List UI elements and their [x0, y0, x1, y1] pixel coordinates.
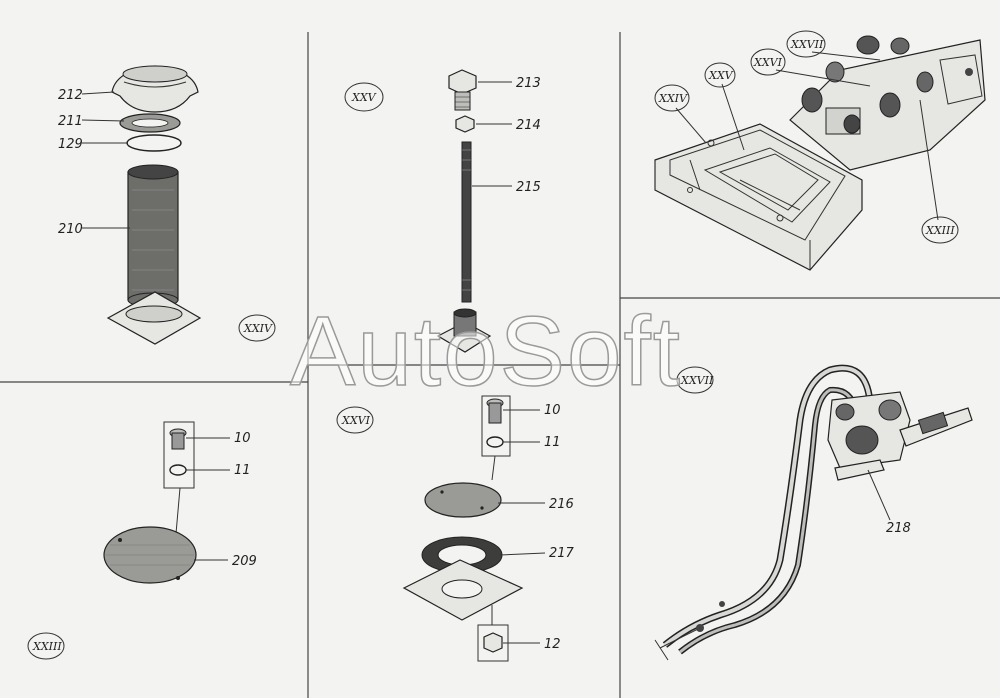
part-11-washer-xxiii [169, 464, 187, 476]
part-10-bolt-xxiii [169, 428, 187, 450]
badge-circle-xxiii [27, 632, 65, 660]
panel-xxv: XXV 213 214 215 [344, 69, 541, 353]
callout-214: 214 [516, 118, 541, 133]
badge-xxiv: XXIV [243, 322, 273, 335]
badge-assembly-xxvi: XXVI [753, 56, 783, 69]
callout-215: 215 [516, 180, 541, 195]
badge-assembly-xxvii: XXVII [790, 38, 824, 51]
part-129-ring [126, 134, 182, 152]
callout-211: 211 [58, 114, 83, 129]
panel-xxvii: XXVII 218 [654, 364, 973, 661]
callout-209: 209 [232, 554, 257, 569]
callout-12: 12 [544, 637, 561, 652]
callout-129: 129 [58, 137, 83, 152]
badge-assembly-xxiv: XXIV [658, 92, 688, 105]
badge-circle-assembly-xxiv [654, 84, 690, 112]
callout-10-xxiii: 10 [234, 431, 251, 446]
callout-11-xxiii: 11 [234, 463, 251, 478]
badge-xxiii: XXIII [32, 640, 62, 653]
part-217-gasket [421, 536, 503, 574]
part-215-stud [461, 141, 472, 303]
panel-dividers [0, 32, 1000, 698]
badge-xxv: XXV [351, 91, 377, 104]
part-11-washer-xxvi [486, 436, 504, 448]
badge-circle-xxiv [238, 314, 276, 342]
callout-10-xxvi: 10 [544, 403, 561, 418]
callout-216: 216 [549, 497, 574, 512]
badge-assembly-xxiii: XXIII [925, 224, 955, 237]
callout-212: 212 [58, 88, 83, 103]
callout-11-xxvi: 11 [544, 435, 561, 450]
callout-218: 218 [886, 521, 911, 536]
part-218-pipe-assembly [654, 364, 973, 661]
part-212-cap [111, 65, 199, 113]
panel-xxiii: 10 11 209 XXIII [27, 421, 257, 660]
part-12-nut [483, 632, 503, 653]
callout-213: 213 [516, 76, 541, 91]
badge-circle-xxvi [336, 406, 374, 434]
part-210-filter [127, 164, 179, 308]
part-213-bolt [448, 69, 477, 111]
filter-base-plate [106, 291, 202, 345]
badge-xxvii: XXVII [680, 374, 714, 387]
stud-base-fitting [436, 308, 492, 353]
badge-circle-assembly-xxiii [921, 216, 959, 244]
part-10-bolt-xxvi [486, 398, 504, 424]
badge-circle-assembly-xxv [704, 62, 736, 88]
hatch-base-plate [402, 559, 524, 621]
panel-xxvi: XXVI 10 11 216 217 12 [336, 395, 575, 662]
xxiii-inset-box [163, 421, 195, 489]
part-214-nut [455, 115, 475, 133]
badge-assembly-xxv: XXV [708, 69, 734, 82]
panel-assembly: XXIV XXV XXVI XXVII XXIII [654, 30, 986, 271]
part-216-disc [424, 482, 502, 518]
callout-217: 217 [549, 546, 575, 561]
badge-xxvi: XXVI [341, 414, 371, 427]
panel-xxiv: 212 211 129 210 XXIV [58, 65, 276, 345]
badge-circle-assembly-xxvi [750, 48, 786, 76]
valve-block-assembly [789, 35, 986, 171]
frame-assembly [654, 123, 863, 271]
callout-210: 210 [58, 222, 83, 237]
badge-circle-xxvii [676, 366, 714, 394]
badge-circle-assembly-xxvii [786, 30, 826, 58]
xxvi-inset-box-top [481, 395, 511, 457]
badge-circle-xxv [344, 82, 384, 112]
part-209-cover [103, 526, 197, 584]
